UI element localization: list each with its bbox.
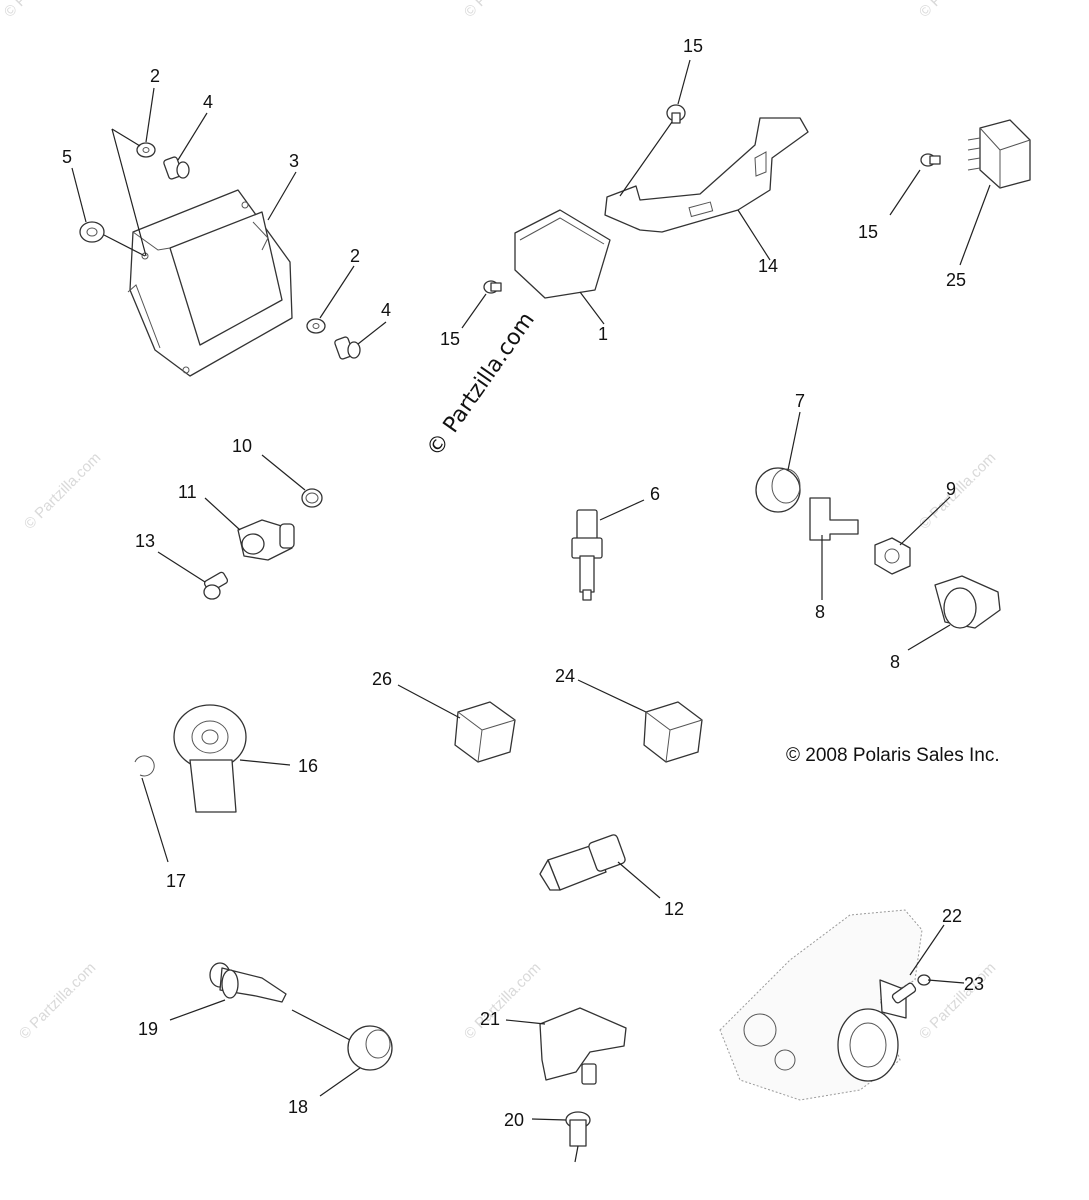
part-map-sensor — [539, 1007, 627, 1085]
watermark-tile: © Partzilla.com — [461, 0, 544, 21]
watermark-tile: © Partzilla.com — [1, 0, 84, 21]
part-knock-sensor — [173, 704, 247, 813]
callout-label: 17 — [166, 871, 186, 891]
callout-label: 8 — [890, 652, 900, 672]
callout-label: 22 — [942, 906, 962, 926]
part-plug — [565, 1111, 591, 1147]
callout-label: 14 — [758, 256, 778, 276]
part-e-clip — [134, 755, 155, 777]
callout-label: 15 — [440, 329, 460, 349]
part-washer — [306, 318, 326, 334]
callout-label: 8 — [815, 602, 825, 622]
callout-label: 7 — [795, 391, 805, 411]
callout-label: 19 — [138, 1019, 158, 1039]
callout-label: 6 — [650, 484, 660, 504]
callout-label: 9 — [946, 479, 956, 499]
part-mini-relay — [643, 701, 703, 763]
watermark-tile: © Partzilla.com — [21, 449, 104, 532]
part-grommet — [79, 221, 105, 243]
part-screw — [891, 974, 931, 1004]
watermark-tile: © Partzilla.com — [916, 959, 999, 1042]
part-switch — [934, 575, 1001, 629]
callout-labels: 2 4 5 3 2 4 15 14 15 1 15 25 10 11 13 6 … — [62, 36, 984, 1130]
watermark-tile: © Partzilla.com — [16, 959, 99, 1042]
callout-label: 4 — [381, 300, 391, 320]
callout-label: 13 — [135, 531, 155, 551]
callout-label: 2 — [350, 246, 360, 266]
callout-label: 1 — [598, 324, 608, 344]
copyright-notice: © 2008 Polaris Sales Inc. — [786, 745, 1000, 766]
part-speed-sensor — [237, 519, 295, 561]
part-pressure-sensor — [571, 509, 603, 601]
callout-label: 21 — [480, 1009, 500, 1029]
part-temp-sensor — [539, 834, 626, 891]
part-bulb — [209, 962, 287, 1003]
part-screw — [163, 156, 190, 180]
callout-label: 12 — [664, 899, 684, 919]
part-rivet — [920, 153, 941, 167]
callout-label: 5 — [62, 147, 72, 167]
part-bolt — [203, 571, 229, 600]
part-throttle-body-assembly — [719, 909, 923, 1101]
callout-label: 4 — [203, 92, 213, 112]
callout-label: 15 — [683, 36, 703, 56]
callout-label: 3 — [289, 151, 299, 171]
leader-lines — [71, 59, 991, 1163]
part-rivet — [666, 104, 686, 124]
callout-label: 15 — [858, 222, 878, 242]
part-clip — [809, 497, 859, 541]
callout-label: 25 — [946, 270, 966, 290]
part-rivet — [483, 280, 502, 294]
part-ecu-module — [127, 189, 293, 377]
watermark-tile: © Partzilla.com — [461, 959, 544, 1042]
part-socket — [347, 1025, 393, 1071]
callout-label: 20 — [504, 1110, 524, 1130]
part-cap — [755, 467, 801, 513]
callout-label: 18 — [288, 1097, 308, 1117]
callout-label: 2 — [150, 66, 160, 86]
callout-label: 16 — [298, 756, 318, 776]
watermark-tile: © Partzilla.com — [916, 0, 999, 21]
part-mini-relay — [454, 701, 516, 763]
callout-label: 26 — [372, 669, 392, 689]
callout-label: 23 — [964, 974, 984, 994]
part-relay — [967, 119, 1031, 189]
part-o-ring — [301, 488, 323, 508]
part-cover-box — [514, 209, 611, 299]
callout-label: 24 — [555, 666, 575, 686]
callout-label: 10 — [232, 436, 252, 456]
watermark-tile: © Partzilla.com — [916, 449, 999, 532]
callout-label: 11 — [178, 482, 197, 502]
part-washer — [136, 142, 156, 158]
part-screw — [334, 336, 361, 360]
part-nut — [874, 537, 911, 575]
part-bracket — [604, 117, 809, 233]
